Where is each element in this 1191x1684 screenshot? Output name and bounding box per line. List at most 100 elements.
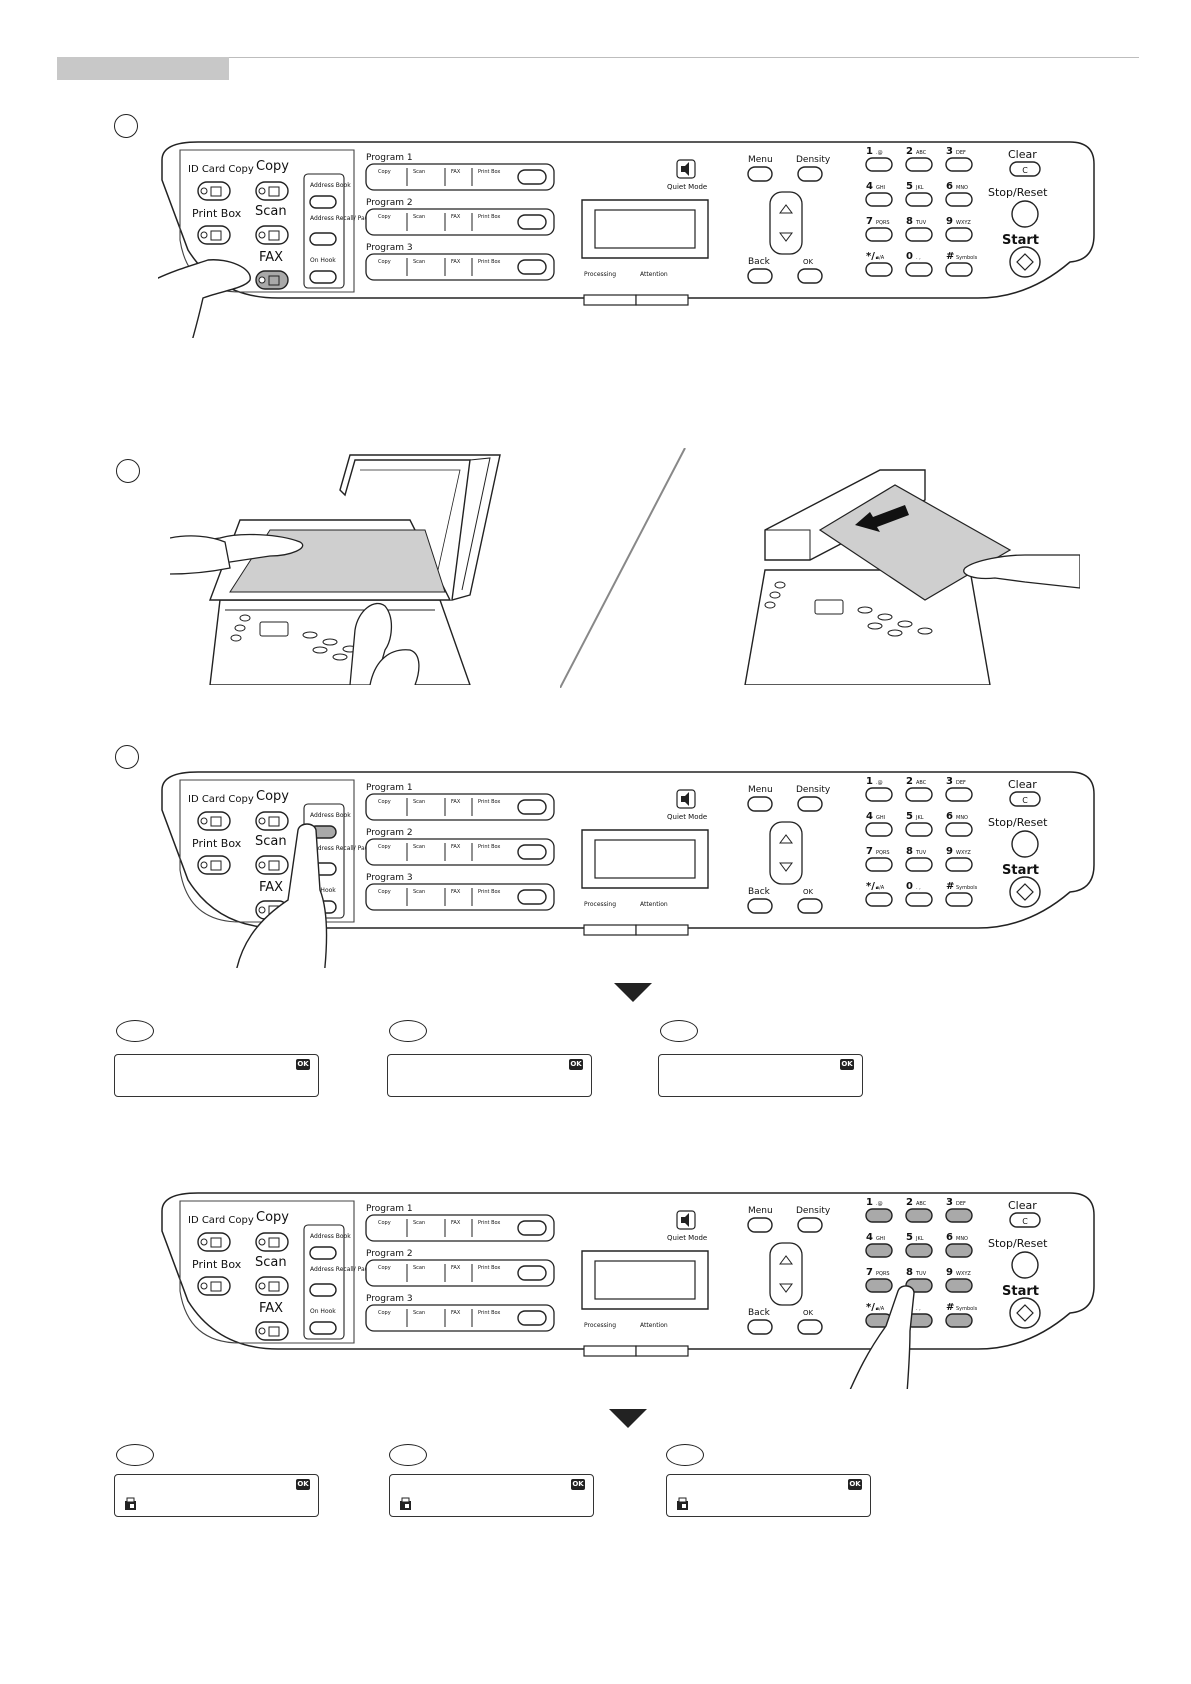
keypad-4-button[interactable]: [905, 1243, 933, 1258]
id-card-copy-button[interactable]: [197, 1232, 231, 1252]
back-button[interactable]: [747, 898, 773, 914]
keypad-2-button[interactable]: [945, 1208, 973, 1223]
keypad-7-button[interactable]: [905, 227, 933, 242]
program-slot-label: Scan: [413, 169, 425, 175]
ok-button[interactable]: [797, 268, 823, 284]
stop-reset-button[interactable]: [1011, 830, 1039, 858]
keypad-8-button[interactable]: [945, 857, 973, 872]
print-box-button[interactable]: [197, 225, 231, 245]
nav-key[interactable]: [769, 821, 803, 885]
scan-button[interactable]: [255, 225, 289, 245]
program-3-button[interactable]: [517, 1310, 547, 1326]
menu-button[interactable]: [747, 166, 773, 182]
keypad-3-button[interactable]: [865, 822, 893, 837]
keypad-8-button[interactable]: [945, 227, 973, 242]
clear-button[interactable]: [1009, 1212, 1041, 1228]
keypad-3-button[interactable]: [865, 192, 893, 207]
program-slot-label: Scan: [413, 1265, 425, 1271]
ok-button[interactable]: [797, 1319, 823, 1335]
stop-reset-button[interactable]: [1011, 1251, 1039, 1279]
menu-button[interactable]: [747, 796, 773, 812]
keypad-0-sublabel: .@: [876, 150, 883, 156]
start-button[interactable]: [1009, 246, 1041, 278]
keypad-11-button[interactable]: [945, 892, 973, 907]
address-recall-button[interactable]: [309, 1283, 337, 1297]
density-button[interactable]: [797, 1217, 823, 1233]
keypad-1-button[interactable]: [905, 787, 933, 802]
program-3-label: Program 3: [366, 873, 413, 883]
copy-button[interactable]: [255, 1232, 289, 1252]
start-button[interactable]: [1009, 876, 1041, 908]
keypad-11-label: #: [946, 251, 954, 262]
program-1-button[interactable]: [517, 1220, 547, 1236]
keypad-1-button[interactable]: [905, 1208, 933, 1223]
clear-button[interactable]: [1009, 161, 1041, 177]
keypad-2-button[interactable]: [945, 157, 973, 172]
program-3-button[interactable]: [517, 889, 547, 905]
copy-button[interactable]: [255, 811, 289, 831]
keypad-9-button[interactable]: [865, 892, 893, 907]
keypad-11-button[interactable]: [945, 262, 973, 277]
keypad-7-button[interactable]: [905, 857, 933, 872]
keypad-0-button[interactable]: [865, 1208, 893, 1223]
keypad-3-button[interactable]: [865, 1243, 893, 1258]
keypad-5-button[interactable]: [945, 192, 973, 207]
fax-button[interactable]: [255, 270, 289, 290]
quiet-mode-label: Quiet Mode: [667, 183, 707, 191]
program-1-button[interactable]: [517, 799, 547, 815]
menu-button[interactable]: [747, 1217, 773, 1233]
id-card-copy-button[interactable]: [197, 181, 231, 201]
keypad-8-sublabel: WXYZ: [956, 1271, 971, 1277]
program-2-button[interactable]: [517, 844, 547, 860]
copy-button[interactable]: [255, 181, 289, 201]
ok-button[interactable]: [797, 898, 823, 914]
keypad-1-button[interactable]: [905, 157, 933, 172]
program-3-button[interactable]: [517, 259, 547, 275]
address-recall-button[interactable]: [309, 232, 337, 246]
keypad-11-button[interactable]: [945, 1313, 973, 1328]
back-button[interactable]: [747, 1319, 773, 1335]
program-2-button[interactable]: [517, 214, 547, 230]
print-box-button[interactable]: [197, 855, 231, 875]
address-book-button[interactable]: [309, 195, 337, 209]
keypad-2-button[interactable]: [945, 787, 973, 802]
fax-button[interactable]: [255, 1321, 289, 1341]
nav-key[interactable]: [769, 1242, 803, 1306]
on-hook-button[interactable]: [309, 1321, 337, 1335]
program-1-button[interactable]: [517, 169, 547, 185]
keypad-8-button[interactable]: [945, 1278, 973, 1293]
print-box-button[interactable]: [197, 1276, 231, 1296]
keypad-6-label: 7: [866, 1267, 873, 1278]
density-button[interactable]: [797, 796, 823, 812]
address-book-button[interactable]: [309, 1246, 337, 1260]
density-button[interactable]: [797, 166, 823, 182]
program-2-button[interactable]: [517, 1265, 547, 1281]
on-hook-label: On Hook: [310, 887, 336, 894]
program-slot-label: Print Box: [478, 259, 500, 265]
keypad-10-button[interactable]: [905, 892, 933, 907]
keypad-10-button[interactable]: [905, 262, 933, 277]
scan-button[interactable]: [255, 855, 289, 875]
keypad-0-button[interactable]: [865, 157, 893, 172]
keypad-0-button[interactable]: [865, 787, 893, 802]
keypad-6-button[interactable]: [865, 1278, 893, 1293]
nav-key[interactable]: [769, 191, 803, 255]
on-hook-button[interactable]: [309, 270, 337, 284]
stop-reset-button[interactable]: [1011, 200, 1039, 228]
keypad-9-button[interactable]: [865, 262, 893, 277]
program-slot-label: FAX: [451, 1220, 461, 1226]
back-button[interactable]: [747, 268, 773, 284]
keypad-6-button[interactable]: [865, 857, 893, 872]
scan-button[interactable]: [255, 1276, 289, 1296]
start-button[interactable]: [1009, 1297, 1041, 1329]
down-arrow-icon: [779, 862, 793, 872]
keypad-5-button[interactable]: [945, 1243, 973, 1258]
id-card-copy-button[interactable]: [197, 811, 231, 831]
keypad-6-button[interactable]: [865, 227, 893, 242]
keypad-4-button[interactable]: [905, 192, 933, 207]
keypad-5-button[interactable]: [945, 822, 973, 837]
keypad-4-button[interactable]: [905, 822, 933, 837]
clear-button[interactable]: [1009, 791, 1041, 807]
